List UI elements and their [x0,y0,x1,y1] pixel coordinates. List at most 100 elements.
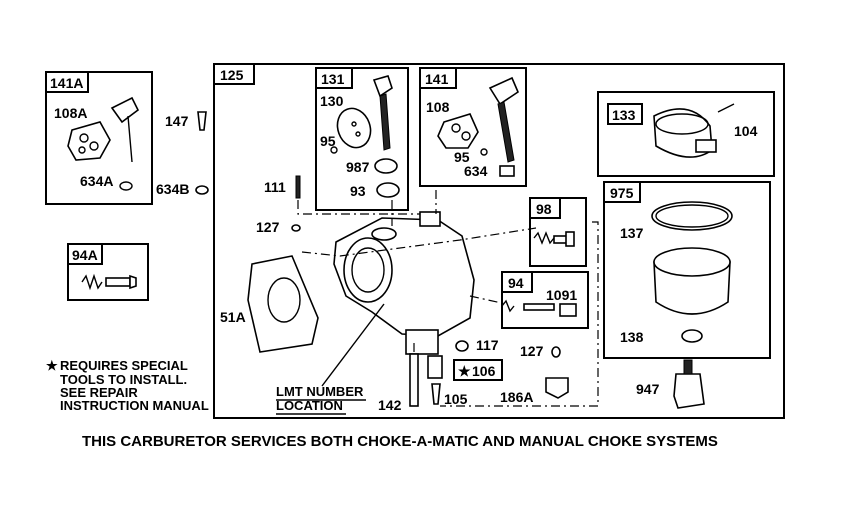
kit-141A-tag [45,71,89,93]
part-93-label: 93 [350,183,366,199]
kit-94A-group: 94A [67,243,149,301]
spring-94 [501,299,515,313]
kit-133-box [597,91,775,177]
part-117 [455,340,469,352]
note-line-3: SEE REPAIR [60,385,138,400]
plate-hole [355,131,361,137]
kit-975-box [603,181,771,359]
carb-throat [343,237,393,303]
kit-94-label: 94 [508,275,524,291]
clip-634 [499,165,515,177]
gasket-hole [78,146,86,154]
kit-131-group: 131 130 95 987 93 [315,67,409,211]
leader-line [297,200,420,215]
spring-94A [81,273,103,291]
screw-94 [523,303,555,311]
choke-shaft-141 [497,101,515,163]
float-top [655,113,709,135]
leader-line [301,227,537,257]
screw-94A [105,277,131,287]
kit-98-tag [529,197,561,219]
special-tools-note: ★ REQUIRES SPECIAL TOOLS TO INSTALL. SEE… [46,358,209,413]
leader-line [440,221,599,407]
part-51A-label: 51A [220,309,246,325]
part-105-label: 105 [444,391,468,407]
kit-94A-label: 94A [72,247,98,263]
plate-hole [451,123,461,133]
throttle-plate-130 [336,107,372,149]
kit-98-label: 98 [536,201,552,217]
part-106 [427,355,443,379]
kit-141A-label: 141A [50,75,83,91]
screw-95 [480,148,488,156]
part-947-label: 947 [636,381,660,397]
kit-133-label: 133 [612,107,636,123]
kit-94-group: 94 1091 [501,271,589,329]
solenoid-terminal [683,359,693,375]
choke-lever-141 [488,76,519,106]
kit-125-box [213,63,785,419]
bowl-975 [653,261,731,315]
part-95a-label: 95 [320,133,336,149]
gasket-inner [655,204,729,228]
gasket-51A-hole [267,277,301,323]
part-634-label: 634 [464,163,488,179]
gasket-51A [247,255,319,353]
kit-125-tag [213,63,255,85]
kit-131-box [315,67,409,211]
carb-bore [351,247,385,293]
part-987-label: 987 [346,159,370,175]
part-104-label: 104 [734,123,758,139]
part-186A-label: 186A [500,389,533,405]
kit-141-label: 141 [425,71,449,87]
cap-127b [551,346,561,358]
part-142 [409,353,419,407]
bushing-93 [376,182,400,198]
pin-104 [717,103,735,113]
kit-133-group: 133 104 [597,91,775,177]
kit-94-tag [501,271,533,293]
screw-head-98 [565,231,575,247]
kit-106-box [453,359,503,381]
lever-108A [110,96,140,124]
screw-head-94A [129,274,137,290]
leader-line [469,295,507,305]
screw-95 [330,146,338,154]
gasket-hole [89,141,99,151]
part-117-label: 117 [476,337,499,353]
kit-98-group: 98 [529,197,587,267]
part-111-label: 111 [264,179,286,195]
gasket-137 [651,201,733,231]
diagram-caption: THIS CARBURETOR SERVICES BOTH CHOKE-A-MA… [82,433,718,450]
kit-131-label: 131 [321,71,345,87]
carb-top-port [371,227,397,241]
bowl-rim [653,247,731,277]
gasket-plate-108A [67,121,111,161]
washer-634B [195,185,209,195]
note-line-4: INSTRUCTION MANUAL [60,398,209,413]
spring-98 [533,231,555,245]
part-105 [431,383,441,405]
cap-127 [291,224,301,232]
part-138-label: 138 [620,329,644,345]
part-147-label: 147 [165,113,189,129]
kit-141A-group: 141A 108A 634A [45,71,153,205]
part-634A-label: 634A [80,173,113,189]
plate-hole [351,121,357,127]
kit-141-tag [419,67,457,89]
part-634B-label: 634B [156,181,189,197]
kit-94A-tag [67,243,103,265]
kit-975-label: 975 [610,185,634,201]
carb-bowl-mount [405,329,439,355]
throttle-shaft-131 [379,93,391,151]
carb-choke-boss [419,211,441,227]
kit-106-star: ★ [458,363,471,379]
kit-94A-box [67,243,149,301]
float-hinge [695,139,717,153]
part-108A-label: 108A [54,105,87,121]
solenoid-947 [673,373,705,409]
part-137-label: 137 [620,225,644,241]
part-1091-label: 1091 [546,287,577,303]
kit-141-group: 141 108 95 634 [419,67,527,187]
